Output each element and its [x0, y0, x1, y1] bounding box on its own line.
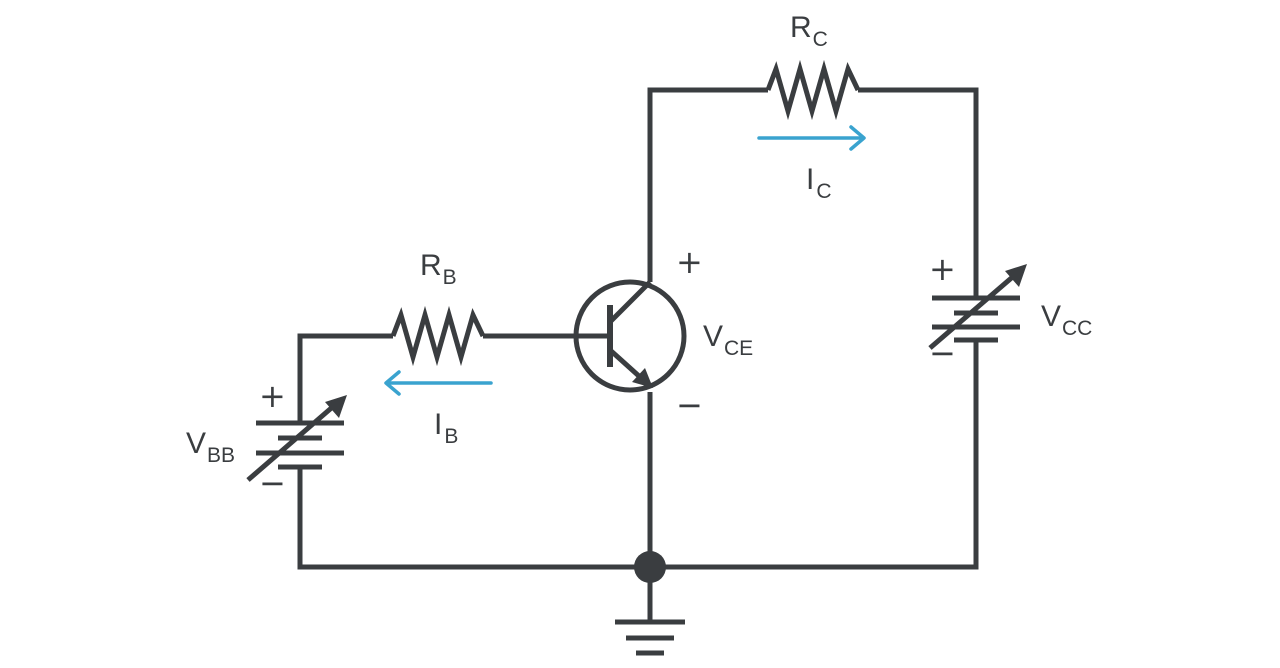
battery-vcc-variable-arrow: [1005, 264, 1027, 287]
vcc-minus-sign: −: [929, 334, 956, 372]
ground-icon: [615, 619, 685, 656]
transistor-emitter-arrow: [632, 368, 653, 388]
wire-vbb-to-rb: [297, 333, 393, 423]
label-rb: RB: [420, 249, 457, 289]
current-arrow-ic: [757, 125, 866, 151]
label-vce: VCE: [703, 320, 753, 360]
wire-collector-to-rc: [647, 87, 768, 282]
vbb-plus-sign: +: [259, 377, 286, 415]
npn-transistor-symbol: [573, 279, 687, 393]
vce-minus-sign: −: [676, 386, 703, 424]
label-ib: IB: [434, 408, 458, 448]
resistor-rc-symbol: [765, 59, 861, 121]
battery-vbb-variable-arrow: [325, 395, 347, 418]
wire-vcc-to-ground-rail: [650, 338, 979, 570]
wire-rc-to-vcc: [858, 87, 979, 298]
ground-node-dot: [634, 551, 666, 583]
transistor-envelope: [573, 279, 687, 393]
label-vcc: VCC: [1041, 300, 1092, 340]
label-ic: IC: [806, 163, 832, 203]
resistor-rb-symbol: [390, 305, 486, 367]
battery-vcc-symbol: [928, 272, 1020, 350]
vce-plus-sign: +: [676, 243, 703, 281]
label-rc: RC: [790, 11, 828, 51]
label-vbb: VBB: [186, 427, 235, 467]
battery-vbb-symbol: [246, 402, 344, 482]
transistor-collector-lead: [608, 280, 652, 324]
wire-ground-rail-left: [297, 467, 650, 570]
vbb-minus-sign: −: [259, 464, 286, 502]
vcc-plus-sign: +: [929, 250, 956, 288]
current-arrow-ib: [384, 370, 493, 396]
transistor-emitter-lead: [608, 348, 642, 379]
